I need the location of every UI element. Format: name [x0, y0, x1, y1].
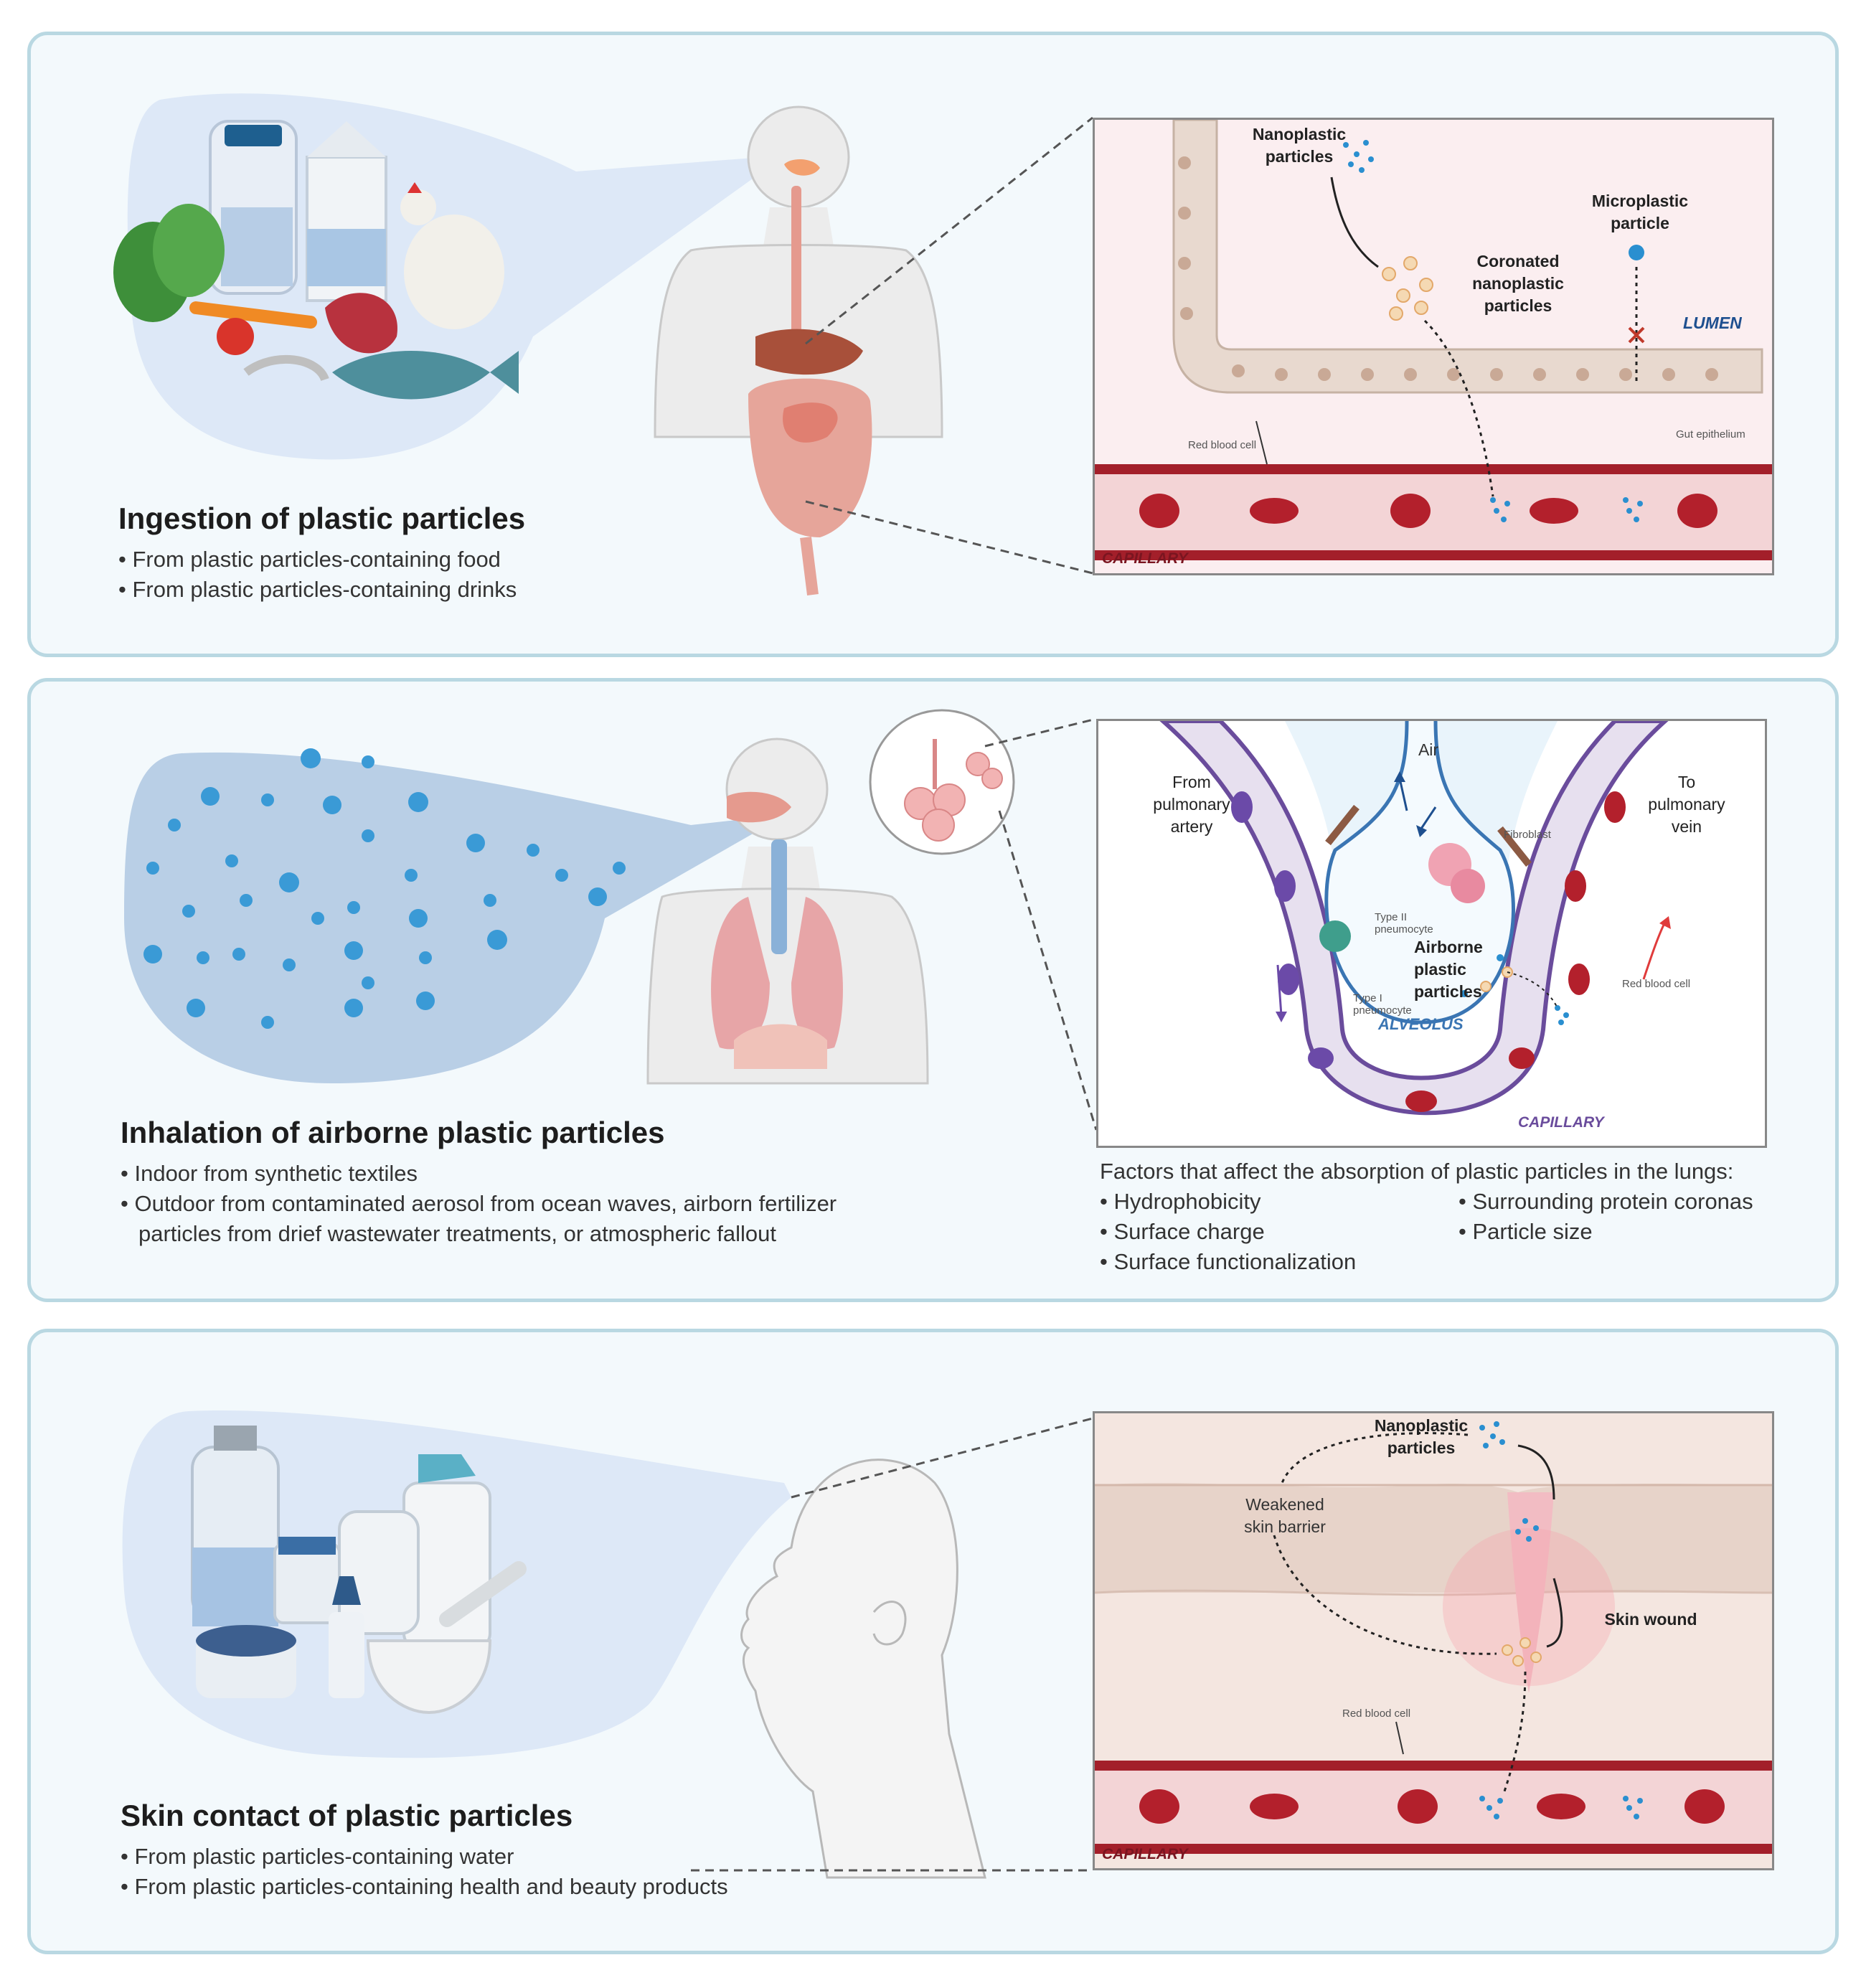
food-icons: [113, 120, 519, 400]
alveolus-drawing: [1098, 721, 1765, 1146]
factor-surface-functionalization: Surface functionalization: [1100, 1249, 1356, 1275]
factors-title: Factors that affect the absorption of pl…: [1100, 1159, 1734, 1184]
human-respiratory-figure: [646, 709, 1015, 1085]
skin-bullet-water: From plastic particles-containing water: [121, 1842, 514, 1872]
air-label: Air: [1418, 740, 1439, 759]
factor-protein-coronas: Surrounding protein coronas: [1459, 1189, 1753, 1215]
capillary-label: CAPILLARY: [1102, 550, 1188, 567]
alveolus-label: ALVEOLUS: [1378, 1015, 1464, 1033]
capillary-label-3: CAPILLARY: [1102, 1846, 1188, 1862]
skin-bullet-products: From plastic particles-containing health…: [121, 1872, 727, 1902]
skin-drawing: [1095, 1413, 1772, 1868]
inhalation-illustration: [124, 709, 1098, 1131]
ingestion-illustration: [113, 93, 1093, 595]
inhalation-panel: Inhalation of airborne plastic particles…: [27, 678, 1839, 1302]
inhalation-title: Inhalation of airborne plastic particles: [121, 1116, 665, 1149]
human-head-figure: [740, 1459, 986, 1879]
ingestion-panel: Ingestion of plastic particles From plas…: [27, 32, 1839, 657]
airborne-particles: [143, 748, 626, 1029]
skin-panel: Skin contact of plastic particles From p…: [27, 1329, 1839, 1954]
human-digestive-figure: [654, 105, 943, 595]
factor-hydrophobicity: Hydrophobicity: [1100, 1189, 1261, 1215]
ingestion-bullet-food: From plastic particles-containing food: [118, 545, 500, 575]
inhalation-bullet-outdoor-cont: particles from drief wastewater treatmen…: [138, 1221, 777, 1246]
lumen-label: LUMEN: [1683, 314, 1742, 332]
gut-inset-drawing: [1095, 120, 1772, 573]
cosmetic-products: [191, 1426, 527, 1715]
red-blood-cell-label: Red blood cell: [1188, 439, 1257, 451]
inhalation-bullet-indoor: Indoor from synthetic textiles: [121, 1159, 418, 1189]
skin-illustration: [122, 1410, 1093, 1879]
ingestion-bullet-drinks: From plastic particles-containing drinks: [118, 575, 517, 605]
ingestion-title: Ingestion of plastic particles: [118, 501, 526, 535]
factor-particle-size: Particle size: [1459, 1219, 1592, 1245]
capillary-label-2: CAPILLARY: [1518, 1114, 1604, 1131]
fibroblast-label: Fibroblast: [1504, 829, 1551, 841]
skin-wound-label: Skin wound: [1604, 1610, 1697, 1629]
skin-title: Skin contact of plastic particles: [121, 1799, 573, 1832]
gut-epithelium-label: Gut epithelium: [1676, 428, 1745, 441]
inhalation-bullet-outdoor: Outdoor from contaminated aerosol from o…: [121, 1189, 837, 1219]
red-blood-cell-label-3: Red blood cell: [1342, 1707, 1411, 1720]
factor-surface-charge: Surface charge: [1100, 1219, 1264, 1245]
red-blood-cell-label-2: Red blood cell: [1622, 978, 1691, 990]
